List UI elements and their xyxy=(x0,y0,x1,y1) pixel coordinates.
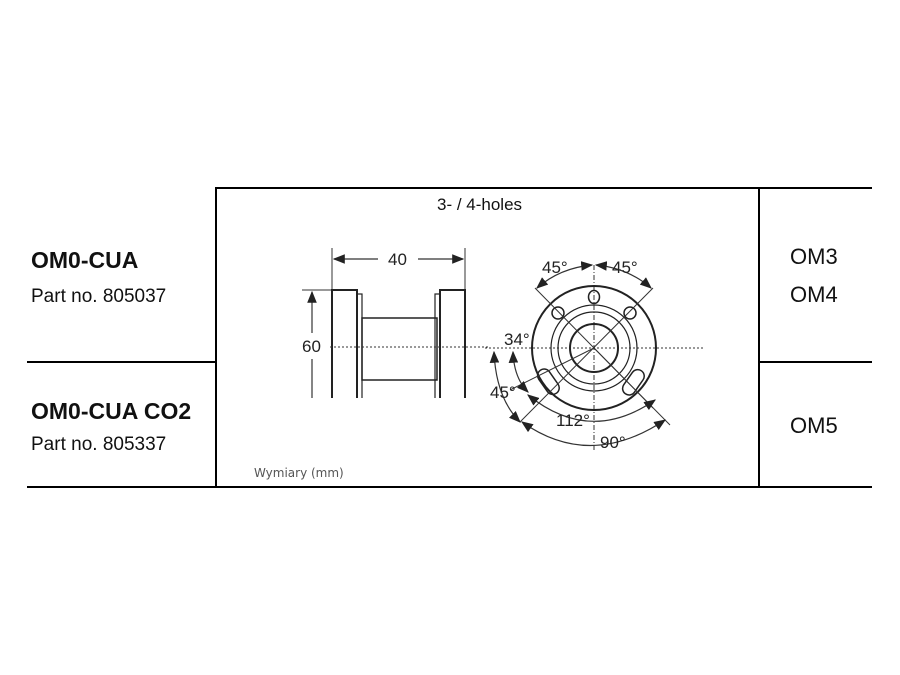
table-bottom-border xyxy=(27,486,872,488)
angle-bottom-outer-label: 90° xyxy=(600,433,626,452)
fiber-type-om5: OM5 xyxy=(790,413,838,438)
front-view-drawing: 45° 45° 34° 45° 112° 90° xyxy=(485,258,705,452)
part-number-1: Part no. 805037 xyxy=(31,286,167,307)
width-dimension-label: 40 xyxy=(388,250,407,269)
angle-left-upper-label: 34° xyxy=(504,330,530,349)
model-name-2: OM0-CUA CO2 xyxy=(31,398,192,424)
table-left-divider xyxy=(215,187,217,488)
part-number-2: Part no. 805337 xyxy=(31,434,167,455)
height-dimension-label: 60 xyxy=(302,337,321,356)
table-right-divider xyxy=(758,187,760,488)
row-divider-left xyxy=(27,361,216,363)
table-top-border xyxy=(215,187,872,189)
angle-top-right-label: 45° xyxy=(612,258,638,277)
fiber-type-om3: OM3 xyxy=(790,244,838,269)
angle-bottom-inner-label: 112° xyxy=(556,411,590,430)
drawing-caption: 3- / 4-holes xyxy=(437,195,523,214)
model-name-1: OM0-CUA xyxy=(31,247,139,273)
row-divider-right xyxy=(758,361,872,363)
angle-top-left-label: 45° xyxy=(542,258,568,277)
fiber-type-om4: OM4 xyxy=(790,282,838,307)
units-note: Wymiary (mm) xyxy=(254,466,344,480)
angle-left-lower-label: 45° xyxy=(490,383,516,402)
side-view-drawing: 40 60 xyxy=(302,248,490,398)
